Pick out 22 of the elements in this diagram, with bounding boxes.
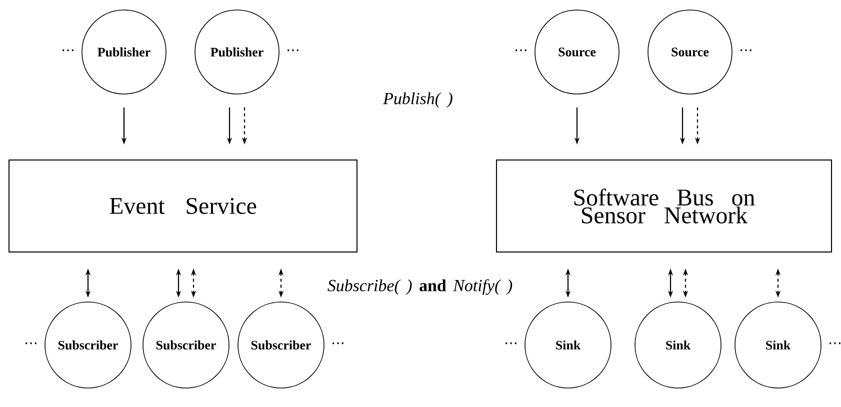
circle-node: Subscriber (44, 302, 132, 388)
circle-node: Sink (734, 302, 822, 388)
process-box: Software Bus on Sensor Network (496, 160, 832, 252)
ellipsis: ⋯ (516, 49, 526, 52)
process-box: Event Service (8, 160, 358, 252)
annotation: Subscribe( ) and Notify( ) (328, 279, 512, 295)
circle-node: Source (534, 10, 620, 94)
ellipsis: ⋯ (62, 49, 74, 52)
ellipsis: ⋯ (26, 342, 36, 344)
ellipsis: ⋯ (830, 342, 840, 344)
circle-node: Subscriber (238, 302, 324, 388)
circle-node: Sink (524, 302, 612, 388)
circle-node: Publisher (82, 10, 166, 94)
ellipsis: ⋯ (740, 49, 752, 52)
ellipsis: ⋯ (288, 49, 298, 52)
ellipsis: ⋯ (506, 342, 516, 344)
ellipsis: ⋯ (332, 342, 344, 344)
circle-node: Publisher (194, 10, 280, 94)
circle-node: Subscriber (142, 302, 230, 388)
annotation: Publish( ) (383, 92, 452, 108)
circle-node: Sink (634, 302, 722, 388)
circle-node: Source (648, 10, 732, 94)
